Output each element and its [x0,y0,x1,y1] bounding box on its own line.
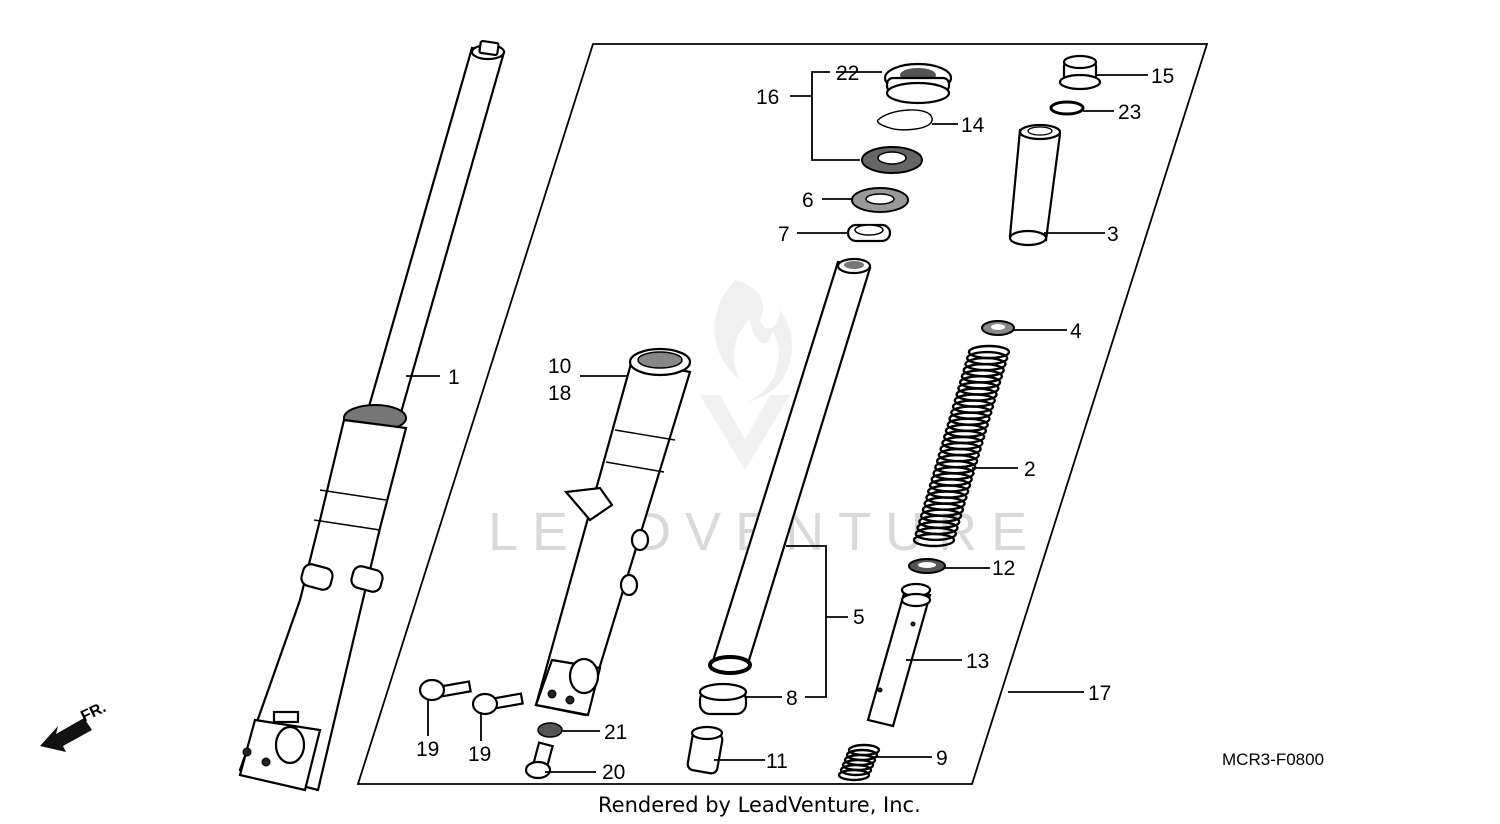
rebound-spring-coil [837,768,871,782]
label-3: 3 [1107,223,1119,246]
footer-credit: Rendered by LeadVenture, Inc. [598,793,921,817]
fork-tube-drawing [708,257,872,675]
label-6: 6 [802,189,814,212]
label-2: 2 [1024,458,1036,481]
fork-assembly-drawing [238,39,506,792]
label-14: 14 [961,114,985,137]
assembly-boundary [356,43,1209,785]
label-21: 21 [604,721,627,744]
label-22: 22 [836,62,859,85]
label-9: 9 [936,747,948,770]
label-8: 8 [786,687,798,710]
rebound-spring-coils [837,743,881,782]
label-11: 11 [766,750,788,773]
spring-coil [912,532,956,548]
watermark-logo [700,280,793,470]
label-20: 20 [602,761,625,784]
spring-coils [912,344,1011,548]
label-18: 18 [548,382,571,405]
damper-parts-drawing [837,54,1102,782]
label-16: 16 [756,86,779,109]
label-19-left: 19 [416,738,439,761]
spring-coil [914,526,957,542]
label-4: 4 [1070,320,1082,343]
label-5: 5 [853,606,865,629]
bushing-drawing [686,682,748,775]
seal-set-drawing [846,62,953,243]
label-12: 12 [992,557,1015,580]
slider-drawing [534,347,692,717]
label-15: 15 [1151,65,1174,88]
label-23: 23 [1118,101,1141,124]
label-10: 10 [548,355,571,378]
label-13: 13 [966,650,989,673]
bolts-drawing [418,678,563,780]
direction-label: FR. [78,699,109,726]
diagram-code: MCR3-F0800 [1222,750,1324,769]
leader-lines [406,71,1148,773]
label-7: 7 [778,223,790,246]
label-17: 17 [1088,682,1111,705]
rebound-spring-coil [839,763,873,777]
label-1: 1 [448,366,460,389]
label-19-right: 19 [468,743,491,766]
front-direction-arrow: FR. [40,699,109,752]
